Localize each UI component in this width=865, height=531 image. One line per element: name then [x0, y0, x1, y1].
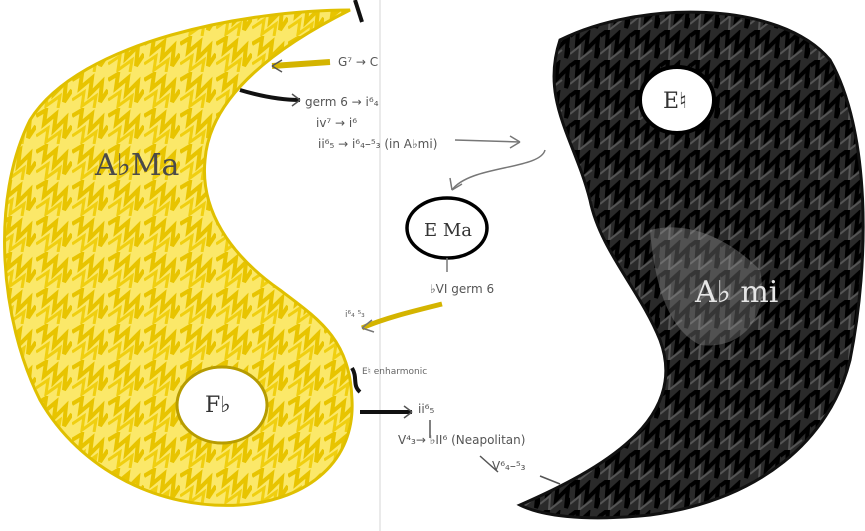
a-flat-minor-label: A♭ mi	[694, 275, 778, 310]
note-neapolitan: V⁴₃→ ♭II⁶ (Neapolitan)	[398, 433, 525, 447]
left-yellow-shape: F♭ A♭Ma	[5, 10, 353, 505]
f-flat-label: F♭	[205, 393, 231, 418]
note-ii: ii⁶₅ → i⁶₄–⁵₃ (in A♭mi)	[318, 137, 437, 151]
note-i64: i⁶₄ ⁵₃	[345, 310, 365, 320]
note-germ: germ 6 → i⁶₄	[305, 95, 379, 109]
note-bvi: ♭VI germ 6	[430, 282, 494, 296]
center-e-major: E Ma	[407, 198, 487, 258]
note-final: V⁶₄–⁵₃	[492, 459, 526, 473]
right-black-shape: E♮ A♭ mi	[520, 12, 863, 518]
e-natural-label: E♮	[663, 89, 687, 114]
note-g7-c: G⁷ → C	[338, 55, 378, 69]
note-iv7: iv⁷ → i⁶	[316, 116, 357, 130]
e-major-label: E Ma	[424, 220, 472, 241]
note-ii65: ii⁶₅	[418, 402, 434, 416]
note-enharmonic: E♮ enharmonic	[362, 367, 427, 377]
a-flat-major-label: A♭Ma	[94, 148, 180, 183]
